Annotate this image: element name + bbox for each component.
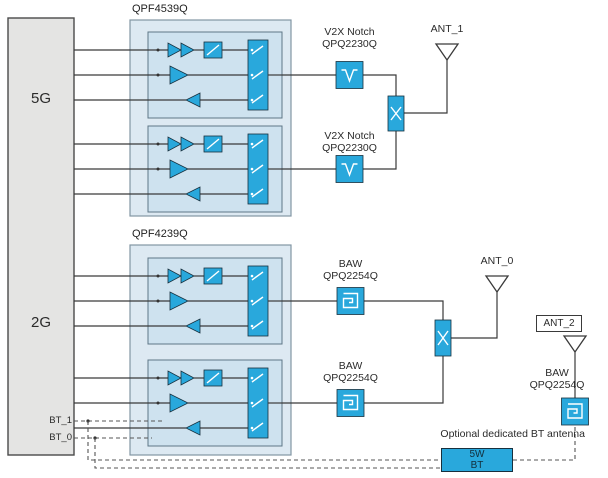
ant0-label: ANT_0 <box>480 255 514 267</box>
fem-cell-2g-b <box>147 359 283 447</box>
band-label-5g: 5G <box>30 90 51 107</box>
filter-label-baw-1: BAW QPQ2254Q <box>313 258 388 282</box>
filter-part: QPQ2254Q <box>323 371 378 384</box>
ant1-label: ANT_1 <box>430 23 464 35</box>
filter-type: V2X Notch <box>324 26 375 38</box>
diplexer-2g-icon <box>434 319 452 357</box>
fem-cell-5g-a <box>147 31 283 119</box>
filter-type: V2X Notch <box>324 130 375 142</box>
filter-baw-1-icon <box>336 287 365 315</box>
diplexer-5g-icon <box>387 95 405 132</box>
filter-type: BAW <box>338 360 363 372</box>
module-label-qpf4239q: QPF4239Q <box>132 228 188 240</box>
filter-part: QPQ2230Q <box>322 141 377 154</box>
filter-v2x-1-icon <box>335 61 364 89</box>
fem-cell-5g-b <box>147 125 283 213</box>
filter-label-baw-2: BAW QPQ2254Q <box>313 360 388 384</box>
bt1-label: BT_1 <box>49 415 72 426</box>
band-label-2g: 2G <box>30 314 51 331</box>
filter-label-v2x-2: V2X Notch QPQ2230Q <box>312 130 387 154</box>
filter-type: BAW <box>545 367 569 379</box>
signal-wires <box>74 49 576 429</box>
bt-dashed-wires <box>74 419 576 469</box>
filter-baw-3-icon <box>561 397 589 426</box>
filter-part: QPQ2230Q <box>322 37 377 50</box>
filter-baw-2-icon <box>336 389 365 417</box>
optional-bt-antenna-note: Optional dedicated BT antenna <box>440 428 585 440</box>
bt-power-line2: BT <box>470 460 484 471</box>
ant2-box: ANT_2 <box>536 315 582 332</box>
fem-cell-2g-a <box>147 257 283 345</box>
antenna-2-icon <box>562 335 588 354</box>
ant2-label: ANT_2 <box>543 318 575 329</box>
filter-type: BAW <box>338 258 363 270</box>
bt-power-line1: 5W <box>469 449 485 460</box>
filter-part: QPQ2254Q <box>529 378 585 391</box>
filter-label-baw-3: BAW QPQ2254Q <box>519 367 595 391</box>
filter-v2x-2-icon <box>335 155 364 183</box>
filter-label-v2x-1: V2X Notch QPQ2230Q <box>312 26 387 50</box>
filter-part: QPQ2254Q <box>323 269 378 282</box>
bt0-label: BT_0 <box>49 432 72 443</box>
baseband-source-block <box>7 17 75 456</box>
antenna-0-icon <box>484 275 510 294</box>
module-label-qpf4539q: QPF4539Q <box>132 3 188 15</box>
bt-power-block: 5W BT <box>441 448 513 472</box>
antenna-1-icon <box>434 43 460 62</box>
